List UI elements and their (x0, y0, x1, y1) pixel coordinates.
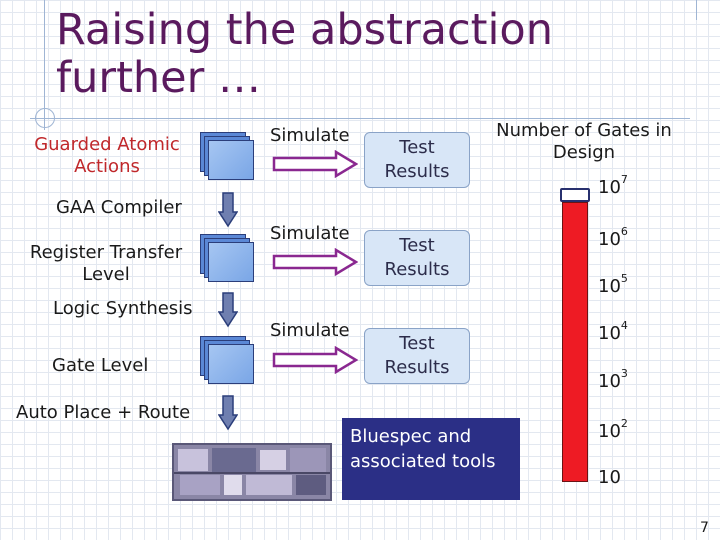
test-results-box: Test Results (364, 230, 470, 286)
bluespec-tools-text: Bluespec and associated tools (350, 426, 495, 472)
right-arrow-icon (272, 346, 358, 374)
gate-document-stack-icon (200, 336, 258, 388)
test-results-box: Test Results (364, 328, 470, 384)
simulate-label: Simulate (270, 320, 350, 342)
rtl-label: Register Transfer Level (28, 242, 184, 286)
test-results-label: Test Results (365, 234, 469, 282)
gates-tick-label: 104 (598, 322, 628, 344)
down-arrow-icon (218, 192, 238, 228)
gate-level-label: Gate Level (52, 355, 192, 377)
gates-tick-label: 106 (598, 228, 628, 250)
down-arrow-icon (218, 395, 238, 431)
test-results-label: Test Results (365, 332, 469, 380)
gates-tick-label: 10 (598, 467, 621, 488)
rtl-document-stack-icon (200, 234, 258, 286)
gaa-label: Guarded Atomic Actions (22, 134, 192, 178)
right-arrow-icon (272, 248, 358, 276)
gates-tick-label: 102 (598, 420, 628, 442)
chip-layout-image (172, 443, 332, 501)
auto-place-route-label: Auto Place + Route (16, 402, 216, 424)
thermometer-cap (560, 188, 590, 202)
gates-tick-label: 103 (598, 370, 628, 392)
page-number: 7 (700, 520, 709, 536)
gaa-document-stack-icon (200, 132, 258, 184)
thermometer-bar (562, 202, 588, 482)
test-results-label: Test Results (365, 136, 469, 184)
decorative-corner-line (696, 0, 697, 20)
decorative-horizontal-line (30, 118, 690, 119)
slide-title: Raising the abstraction further … (56, 6, 676, 102)
test-results-box: Test Results (364, 132, 470, 188)
gates-chart-heading: Number of Gates in Design (490, 120, 678, 164)
decorative-circle-icon (35, 108, 55, 128)
simulate-label: Simulate (270, 125, 350, 147)
logic-synthesis-label: Logic Synthesis (53, 298, 223, 320)
down-arrow-icon (218, 292, 238, 328)
bluespec-tools-box: Bluespec and associated tools (342, 418, 520, 500)
gates-tick-label: 105 (598, 275, 628, 297)
gaa-compiler-label: GAA Compiler (56, 197, 216, 219)
simulate-label: Simulate (270, 223, 350, 245)
right-arrow-icon (272, 150, 358, 178)
gates-tick-label: 107 (598, 176, 628, 198)
